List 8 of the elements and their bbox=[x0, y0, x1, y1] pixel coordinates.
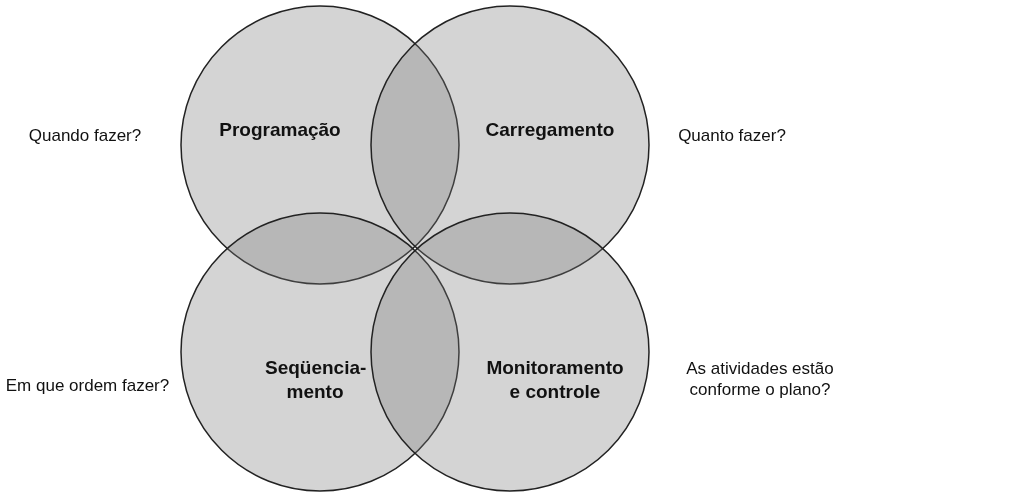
circle-label: Programação bbox=[218, 118, 342, 142]
circle-label: Monitoramento e controle bbox=[485, 356, 625, 404]
circle-label: Seqüencia- mento bbox=[265, 356, 365, 404]
question-text: Em que ordem fazer? bbox=[4, 375, 171, 397]
question-text: Quanto fazer? bbox=[677, 125, 787, 147]
question-text: Quando fazer? bbox=[27, 125, 143, 147]
circle-label: Carregamento bbox=[484, 118, 616, 142]
question-text: As atividades estão conforme o plano? bbox=[685, 358, 835, 401]
